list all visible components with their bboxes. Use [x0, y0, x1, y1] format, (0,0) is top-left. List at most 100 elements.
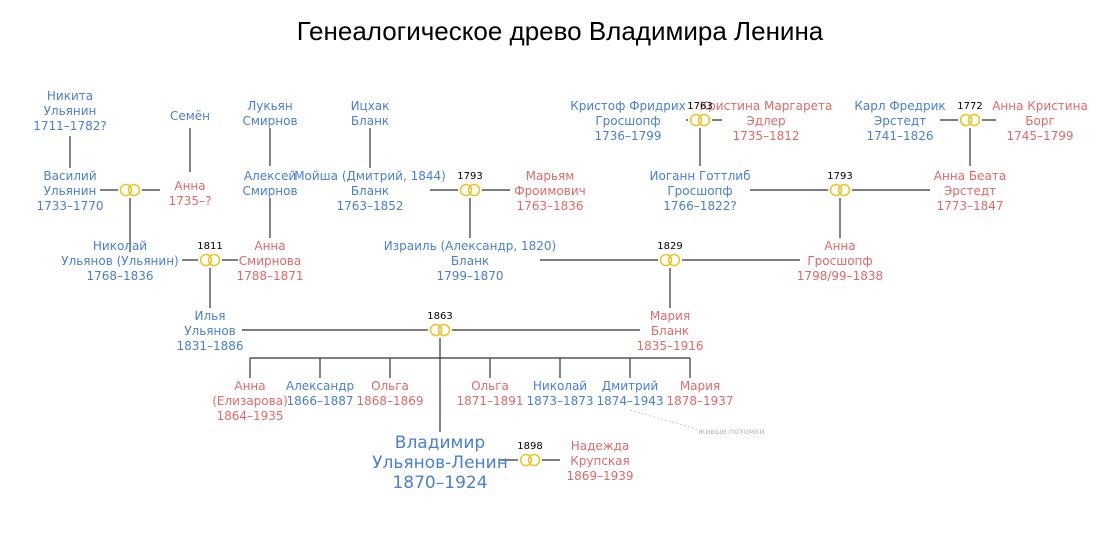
- person-name-line: 1799–1870: [436, 269, 503, 283]
- person-name-line: Гросшопф: [807, 254, 872, 268]
- person-name-line: Бланк: [451, 254, 489, 268]
- person-name-line: Марьям: [526, 169, 575, 183]
- person-name-line: Эрстедт: [874, 114, 926, 128]
- person-name-line: Фроимович: [514, 184, 585, 198]
- marriage-ring-icon: 1793: [457, 171, 483, 198]
- person-name-line: Ульянин: [44, 104, 97, 118]
- marriage-ring-icon: 1863: [427, 311, 453, 338]
- person-name-line: Иоганн Готтлиб: [650, 169, 751, 183]
- person-name-line: 1763–1836: [516, 199, 583, 213]
- person-name-line: Ульянов-Ленин: [372, 453, 508, 473]
- person-name-line: 1773–1847: [936, 199, 1003, 213]
- person-name-line: 1735–1812: [732, 129, 799, 143]
- person-name-line: Александр: [286, 379, 354, 393]
- person-name-line: Ульянов: [184, 324, 236, 338]
- person-name-line: Ицхак: [351, 99, 390, 113]
- person-name-line: Бланк: [351, 184, 389, 198]
- person-name-line: Ольга: [471, 379, 509, 393]
- marriage-year: 1772: [957, 101, 982, 112]
- person-name-line: Бланк: [351, 114, 389, 128]
- diagram-title: Генеалогическое древо Владимира Ленина: [297, 16, 824, 46]
- person-name-line: Ульянин: [44, 184, 97, 198]
- person-name-line: Кристина Маргарета: [700, 99, 833, 113]
- person-name-line: Василий: [43, 169, 96, 183]
- marriage-ring-icon: 1793: [827, 171, 853, 198]
- marriage-ring-icon: [118, 182, 142, 198]
- marriage-year: 1829: [657, 241, 682, 252]
- person-name-line: Борг: [1025, 114, 1055, 128]
- person-name-line: Владимир: [395, 433, 485, 453]
- person-name-line: Анна Кристина: [992, 99, 1088, 113]
- person-name-line: 1735–?: [169, 194, 212, 208]
- living-descendants-note: живые потомки: [698, 427, 765, 436]
- person-name-line: Никита: [47, 89, 93, 103]
- person-name-line: Карл Фредрик: [854, 99, 945, 113]
- person-name-line: 1763–1852: [336, 199, 403, 213]
- person-name-line: 1871–1891: [456, 394, 523, 408]
- person-semyon: Семён: [170, 109, 210, 123]
- person-name-line: 1741–1826: [866, 129, 933, 143]
- marriage-rings-layer: 1811 1793 1763 1772 1793 1829 1863 1898: [118, 101, 983, 468]
- person-name-line: 1869–1939: [566, 469, 633, 483]
- person-name-line: Ульянов (Ульянин): [61, 254, 178, 268]
- marriage-ring-icon: 1772: [957, 101, 983, 128]
- person-name-line: Дмитрий: [602, 379, 658, 393]
- person-name-line: 1864–1935: [216, 409, 283, 423]
- person-name-line: Гросшопф: [667, 184, 732, 198]
- person-name-line: Мойша (Дмитрий, 1844): [294, 169, 446, 183]
- marriage-ring-icon: 1898: [517, 441, 543, 468]
- marriage-year: 1763: [687, 101, 712, 112]
- person-name-line: Мария: [680, 379, 720, 393]
- marriage-year: 1793: [827, 171, 852, 182]
- person-name-line: 1835–1916: [636, 339, 703, 353]
- person-name-line: Мария: [650, 309, 690, 323]
- person-name-line: 1788–1871: [236, 269, 303, 283]
- person-name-line: Алексей: [244, 169, 296, 183]
- marriage-year: 1811: [197, 241, 222, 252]
- person-name-line: 1873–1873: [526, 394, 593, 408]
- person-c-anna: Анна(Елизарова)1864–1935: [212, 379, 288, 423]
- person-name-line: Семён: [170, 109, 210, 123]
- marriage-year: 1898: [517, 441, 542, 452]
- person-name-line: 1768–1836: [86, 269, 153, 283]
- person-name-line: 1733–1770: [36, 199, 103, 213]
- person-name-line: 1711–1782?: [33, 119, 106, 133]
- person-name-line: Ольга: [371, 379, 409, 393]
- marriage-ring-icon: 1763: [687, 101, 713, 128]
- person-name-line: Смирнов: [242, 114, 297, 128]
- person-name-line: Надежда: [571, 439, 630, 453]
- person-name-line: 1870–1924: [392, 473, 487, 493]
- person-name-line: (Елизарова): [212, 394, 288, 408]
- person-name-line: 1866–1887: [286, 394, 353, 408]
- marriage-ring-icon: 1829: [657, 241, 683, 268]
- person-name-line: Израиль (Александр, 1820): [384, 239, 556, 253]
- person-name-line: Анна: [824, 239, 855, 253]
- person-name-line: 1798/99–1838: [797, 269, 883, 283]
